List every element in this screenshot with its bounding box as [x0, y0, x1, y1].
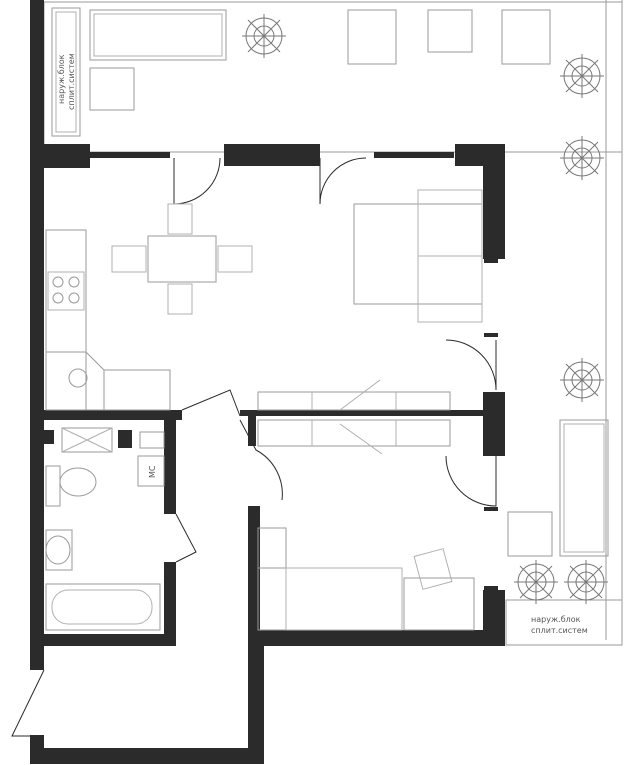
umbrella-right-1	[560, 54, 604, 98]
umbrella-top	[242, 14, 286, 58]
ac-label-top-line2: сплит.систем	[67, 53, 76, 110]
bedroom-furniture	[257, 527, 475, 631]
walls	[30, 0, 505, 764]
ac-label-top-line1: наруж.блок	[57, 54, 66, 104]
doors	[11, 157, 497, 737]
ac-label-bottom-line2: сплит.систем	[531, 626, 588, 635]
kitchen-living-furniture	[45, 189, 483, 455]
umbrella-right-2	[560, 136, 604, 180]
umbrella-right-3	[560, 358, 604, 402]
bathroom-fixtures	[45, 427, 165, 631]
terrace-furniture	[51, 7, 609, 557]
shaft-label: МС	[148, 465, 157, 478]
terrace-outline	[43, 0, 623, 646]
umbrella-bottom-1	[514, 560, 558, 604]
umbrella-bottom-2	[564, 560, 608, 604]
ac-label-bottom-line1: наруж.блок	[531, 615, 581, 624]
